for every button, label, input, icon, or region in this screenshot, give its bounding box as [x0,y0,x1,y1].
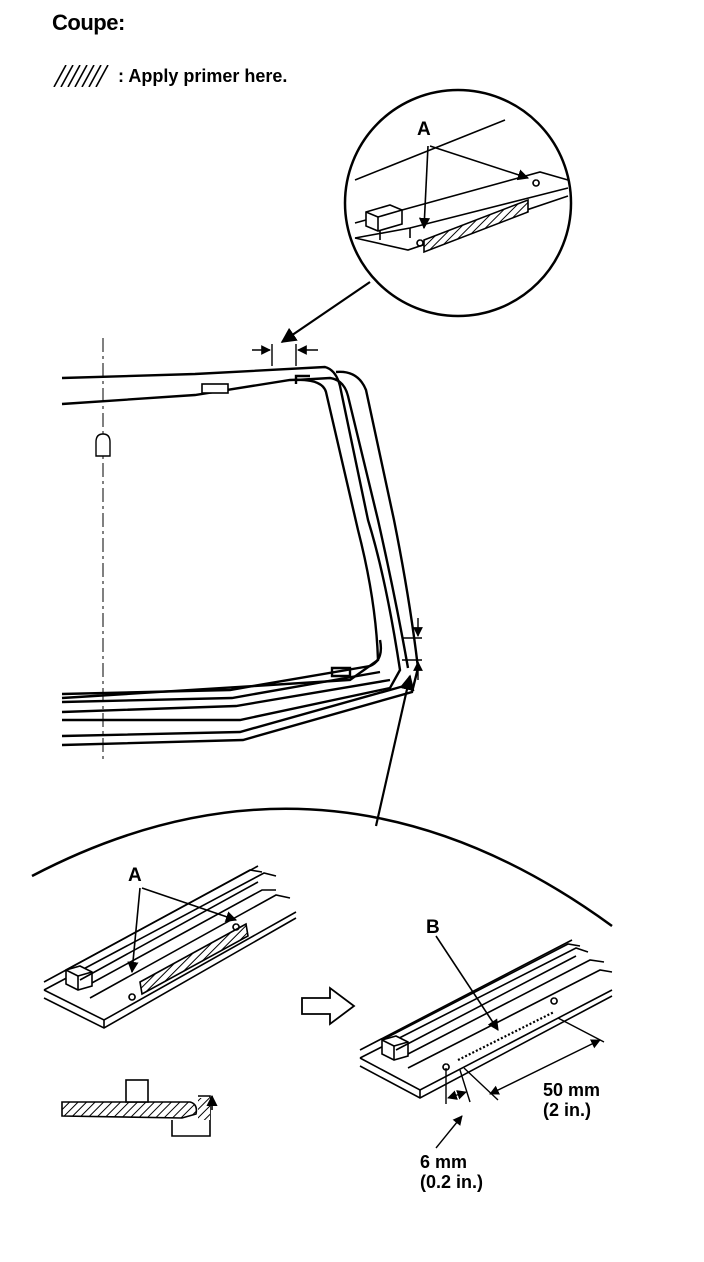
bottom-detail-leader [374,674,415,827]
dimension-6mm [435,1068,471,1149]
side-dimension-mark [402,618,423,680]
windshield-outline [61,365,420,747]
dimension-6mm-label: 6 mm (0.2 in.) [420,1152,483,1192]
dimension-50mm-metric: 50 mm [543,1080,601,1100]
top-detail-contents [354,119,569,254]
lower-detail-arc [31,807,613,928]
legend-text: : Apply primer here. [118,65,288,86]
adhesive-bead [457,1011,555,1061]
hatched-swatch-icon [53,65,109,87]
primer-legend: : Apply primer here. [52,62,287,90]
section-view [61,1079,218,1137]
page-title: Coupe: [52,10,125,35]
mirror-mount [95,433,111,457]
callout-a-top: A [417,119,431,140]
transition-arrow-icon [301,986,356,1026]
dimension-50mm-imperial: (2 in.) [543,1100,591,1120]
top-detail-leader [280,281,371,343]
sensor-tab [201,383,229,394]
top-dimension-mark [252,344,318,366]
dimension-50mm [463,1017,605,1101]
callout-b-arrow [435,935,499,1031]
dimension-50mm-label: 50 mm (2 in.) [543,1080,600,1120]
callout-a-bottom: A [128,865,142,886]
left-molding-section [43,865,297,1029]
right-molding-section [359,939,613,1099]
top-detail-circle [343,88,573,318]
top-callout-a-arrows [418,145,530,230]
callout-b: B [426,917,440,938]
dimension-6mm-metric: 6 mm [420,1152,468,1172]
dimension-6mm-imperial: (0.2 in.) [420,1172,484,1192]
bottom-callout-a-arrows [127,887,238,974]
